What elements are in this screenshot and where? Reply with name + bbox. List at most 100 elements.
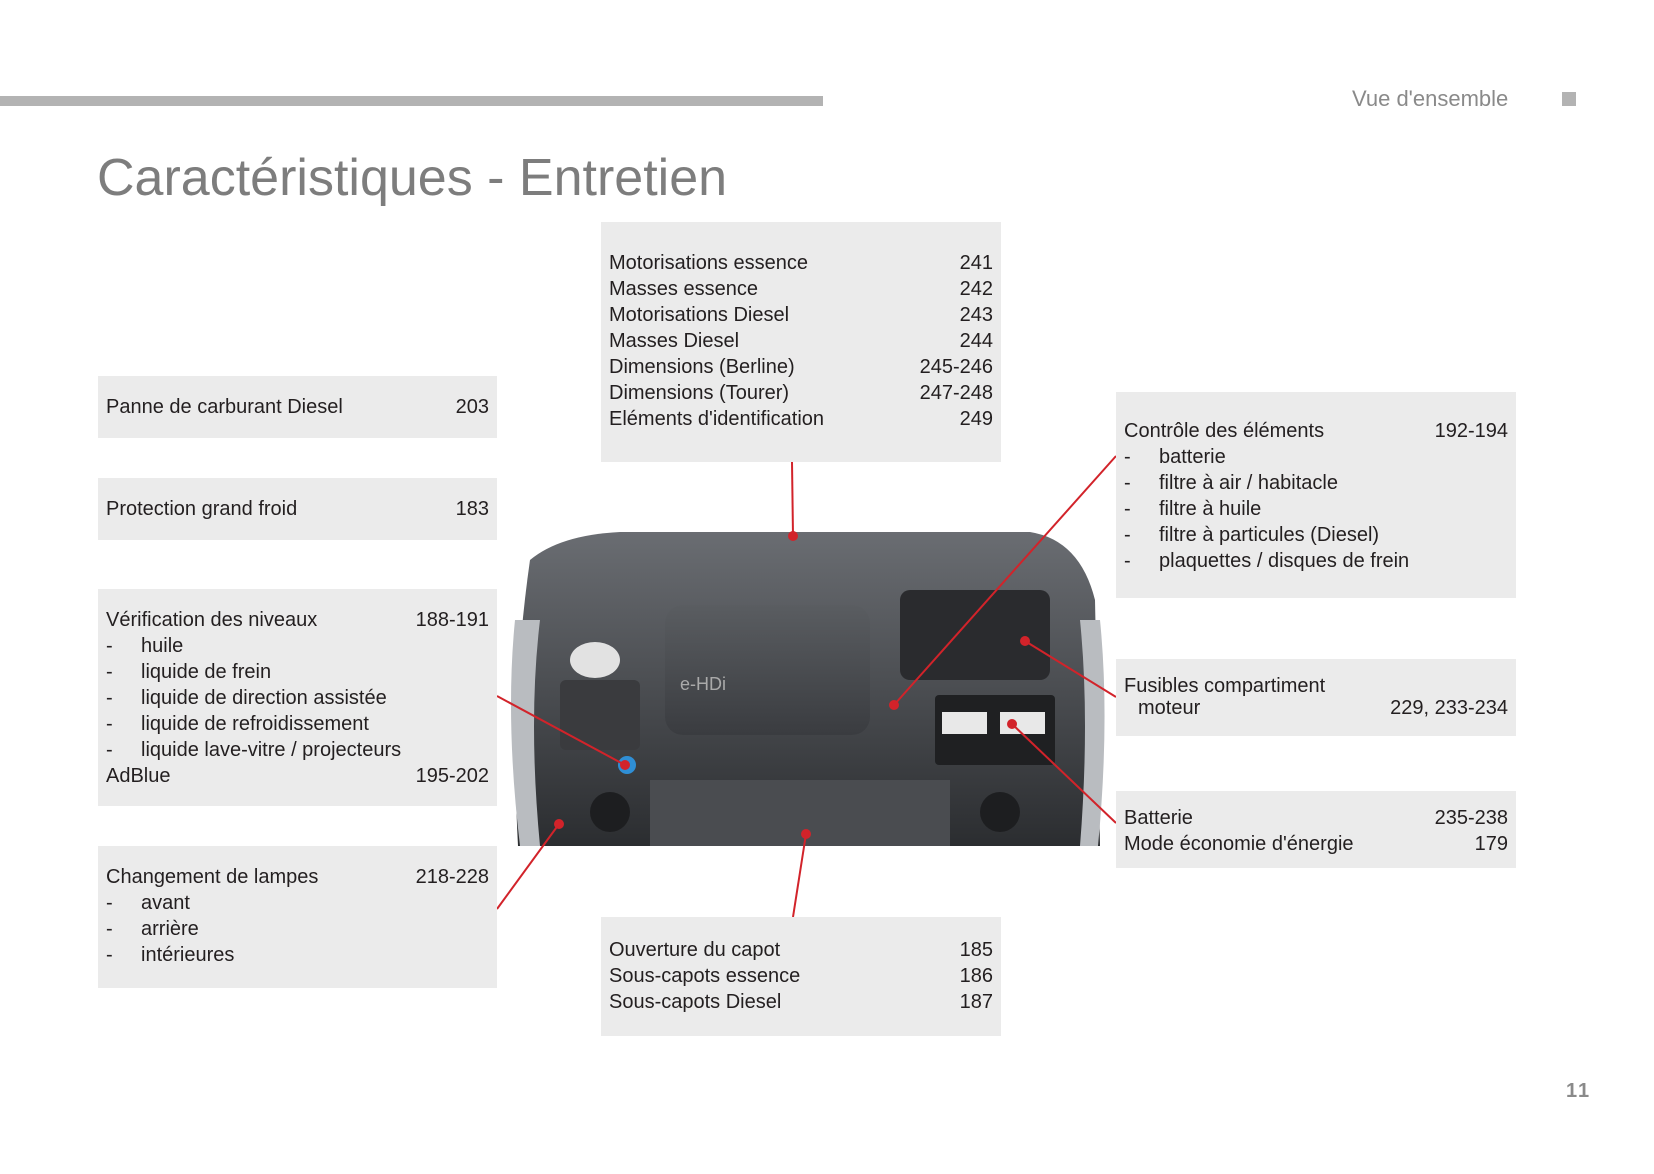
sub-entry[interactable]: -arrière <box>106 916 489 942</box>
entry-page: 179 <box>1474 833 1508 855</box>
index-entry[interactable]: Motorisations essence 241 <box>609 250 993 276</box>
sub-entry[interactable]: - huile <box>106 633 489 659</box>
index-entry[interactable]: Eléments d'identification 249 <box>609 406 993 432</box>
entry-page: 183 <box>455 498 489 520</box>
sub-entry[interactable]: -liquide de frein <box>106 659 489 685</box>
box-panne-carburant: Panne de carburant Diesel 203 <box>98 376 497 438</box>
sub-entry[interactable]: - liquide de refroidissement <box>106 711 489 737</box>
entry-label: AdBlue <box>106 765 171 787</box>
callout-lines <box>496 455 1117 918</box>
index-entry[interactable]: Vérification des niveaux 188-191 <box>106 607 489 633</box>
entry-label: plaquettes / disques de frein <box>1159 550 1410 572</box>
entry-label: Motorisations essence <box>609 252 808 274</box>
entry-label[interactable]: Fusibles compartiment <box>1124 675 1326 697</box>
box-fusibles: Fusibles compartiment moteur 229, 233-234 <box>1116 659 1516 736</box>
index-entry[interactable]: Dimensions (Tourer)247-248 <box>609 380 993 406</box>
dash-bullet: - <box>106 635 113 657</box>
entry-label: liquide de direction assistée <box>141 687 387 709</box>
entry-label: liquide de refroidissement <box>141 713 369 735</box>
entry-label: Dimensions (Berline) <box>609 356 795 378</box>
dash-bullet: - <box>106 713 113 735</box>
entry-page: 203 <box>455 396 489 418</box>
entry-label: Mode économie d'énergie <box>1124 833 1354 855</box>
entry-page: 243 <box>959 304 993 326</box>
dash-bullet: - <box>1124 550 1131 572</box>
entry-page: 235-238 <box>1434 807 1508 829</box>
sub-entry[interactable]: - liquide de direction assistée <box>106 685 489 711</box>
entry-page: 249 <box>959 408 993 430</box>
entry-page: 218-228 <box>415 866 489 888</box>
dash-bullet: - <box>106 739 113 761</box>
entry-page: 188-191 <box>415 609 489 631</box>
entry-label: avant <box>141 892 190 914</box>
entry-page: 185 <box>959 939 993 961</box>
entry-page: 186 <box>959 965 993 987</box>
dash-bullet: - <box>106 892 113 914</box>
section-marker <box>1562 92 1576 106</box>
entry-label: Contrôle des éléments <box>1124 420 1325 442</box>
box-changement-lampes: Changement de lampes 218-228 - avant-arriè… <box>98 846 497 988</box>
sub-entry[interactable]: - filtre à air / habitacle <box>1124 470 1508 496</box>
entry-label: Vérification des niveaux <box>106 609 318 631</box>
dash-bullet: - <box>1124 498 1131 520</box>
entry-label: Dimensions (Tourer) <box>609 382 790 404</box>
entry-page: 244 <box>959 330 993 352</box>
header-bar <box>0 96 823 106</box>
page-title: Caractéristiques - Entretien <box>97 149 728 207</box>
section-label: Vue d'ensemble <box>1352 86 1509 111</box>
sub-entry[interactable]: - plaquettes / disques de frein <box>1124 548 1508 574</box>
entry-label: Masses essence <box>609 278 758 300</box>
entry-label: filtre à air / habitacle <box>1159 472 1338 494</box>
entry-label: filtre à huile <box>1159 498 1262 520</box>
entry-label: Eléments d'identification <box>609 408 825 430</box>
sub-entry[interactable]: - filtre à particules (Diesel) <box>1124 522 1508 548</box>
entry-label: Changement de lampes <box>106 866 319 888</box>
sub-entry[interactable]: -intérieures <box>106 942 489 968</box>
entry-label: batterie <box>1159 446 1226 468</box>
page-number: 11 <box>1566 1080 1592 1102</box>
entry-page: 229, 233-234 <box>1390 697 1508 719</box>
index-entry[interactable]: Protection grand froid 183 <box>106 496 489 522</box>
entry-label: filtre à particules (Diesel) <box>1159 524 1380 546</box>
sub-entry[interactable]: - avant <box>106 890 489 916</box>
index-entry[interactable]: Panne de carburant Diesel 203 <box>106 394 489 420</box>
sub-entry[interactable]: -batterie <box>1124 444 1508 470</box>
entry-label: liquide de frein <box>141 661 272 683</box>
index-entry[interactable]: moteur 229, 233-234 <box>1124 697 1508 719</box>
entry-label: Panne de carburant Diesel <box>106 396 343 418</box>
entry-page: 187 <box>959 991 993 1013</box>
entry-label: Ouverture du capot <box>609 939 781 961</box>
index-entry[interactable]: AdBlue 195-202 <box>106 763 489 789</box>
entry-label: moteur <box>1138 697 1201 719</box>
index-entry[interactable]: Dimensions (Berline)245-246 <box>609 354 993 380</box>
dash-bullet: - <box>1124 472 1131 494</box>
engine-badge-text: e-HDi <box>680 674 726 694</box>
index-entry[interactable]: Mode économie d'énergie 179 <box>1124 831 1508 857</box>
entry-label: huile <box>141 635 184 657</box>
sub-entry[interactable]: -liquide lave-vitre / projecteurs <box>106 737 489 763</box>
entry-page: 241 <box>959 252 993 274</box>
index-entry[interactable]: Ouverture du capot 185 <box>609 937 993 963</box>
dash-bullet: - <box>106 687 113 709</box>
dash-bullet: - <box>1124 524 1131 546</box>
entry-label: Protection grand froid <box>106 498 298 520</box>
sub-entry[interactable]: - filtre à huile <box>1124 496 1508 522</box>
box-protection-froid: Protection grand froid 183 <box>98 478 497 540</box>
entry-label: intérieures <box>141 944 235 966</box>
index-entry[interactable]: Changement de lampes 218-228 <box>106 864 489 890</box>
entry-page: 195-202 <box>415 765 489 787</box>
entry-label: arrière <box>141 918 199 940</box>
